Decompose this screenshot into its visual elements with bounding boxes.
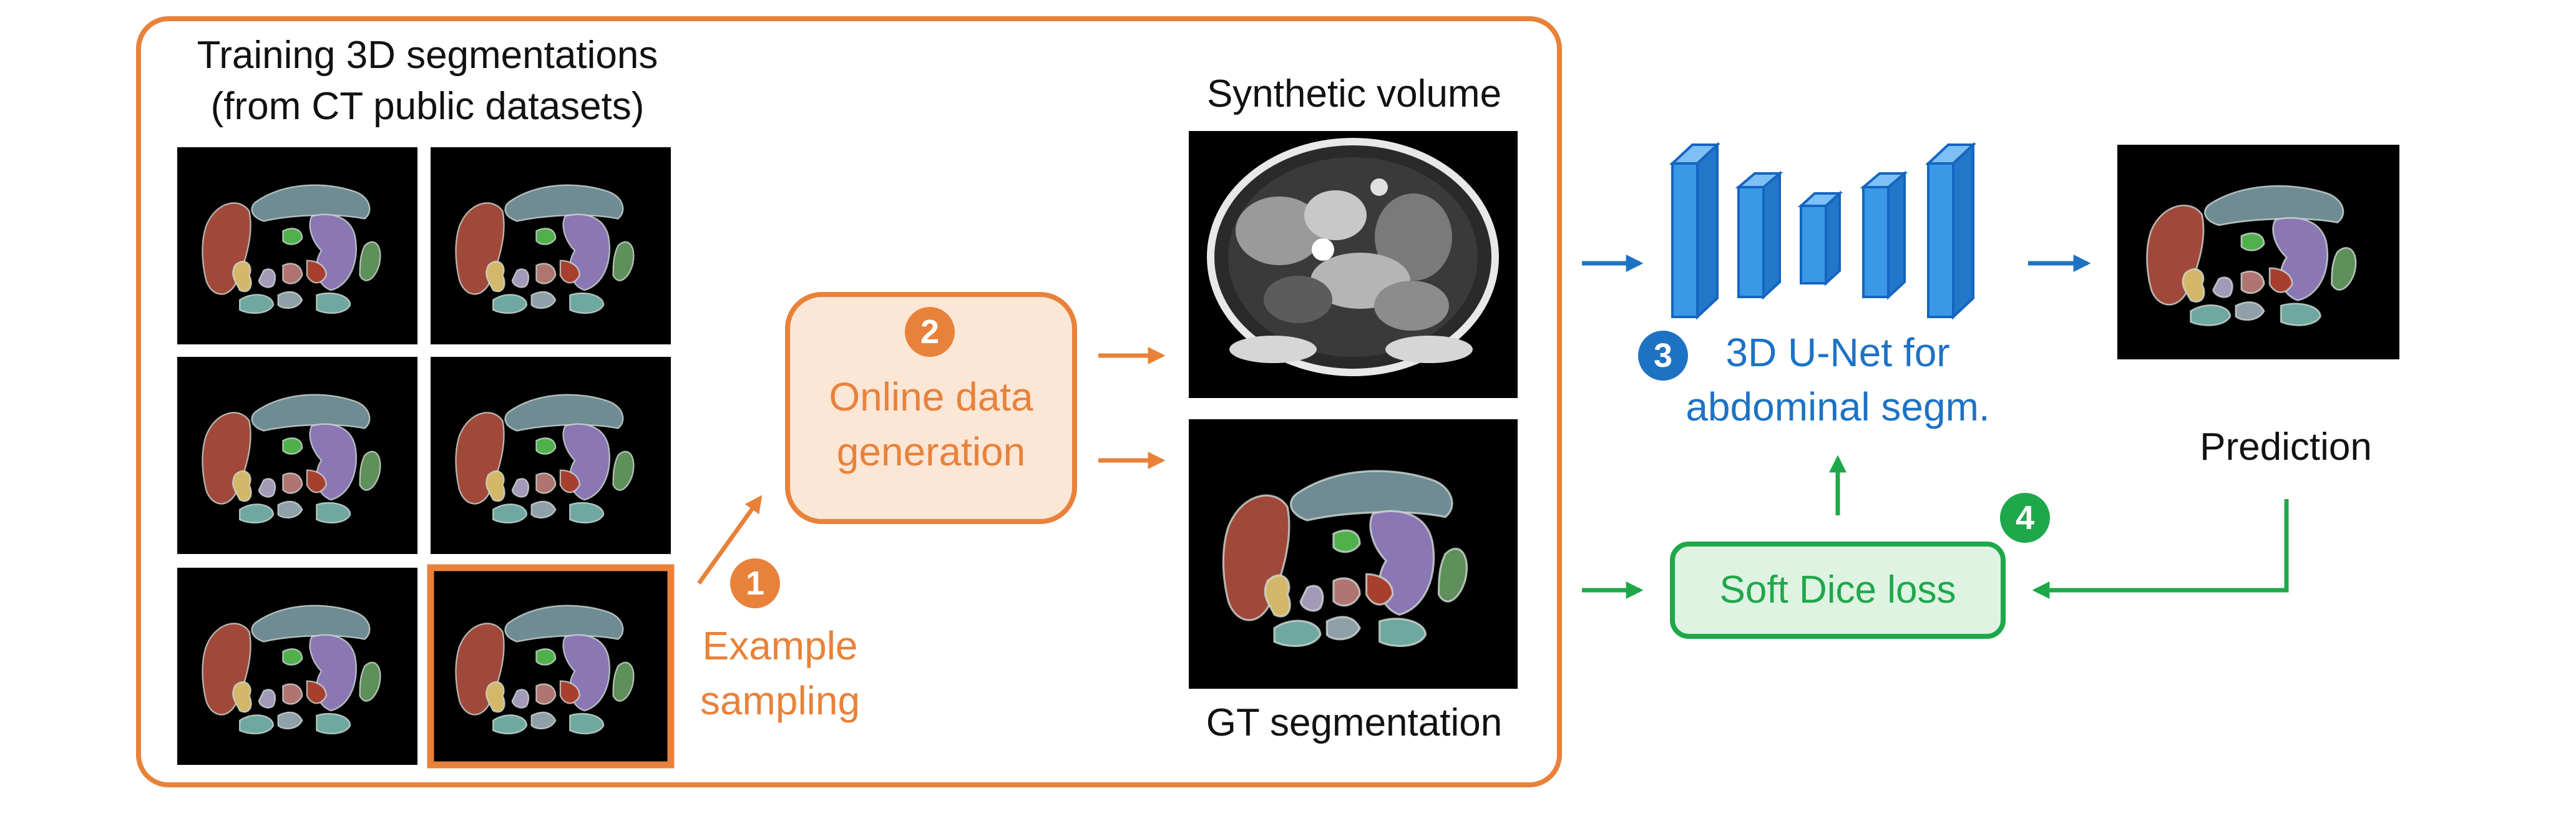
selected-example-highlight (427, 564, 675, 769)
prediction-to-loss-arrow-icon (2032, 499, 2289, 599)
example-sampling-line2: sampling (700, 678, 861, 723)
online-generation-line1: Online data (829, 374, 1033, 419)
training-slice-2 (429, 146, 672, 346)
soft-dice-loss-box (1670, 542, 2006, 639)
training-slice-6 (429, 566, 672, 766)
training-slice-1 (176, 146, 419, 346)
step-2-badge: 2 (905, 307, 955, 357)
soft-dice-loss-label: Soft Dice loss (1719, 568, 1956, 611)
prediction-label: Prediction (2200, 425, 2372, 469)
training-title-line2: (from CT public datasets) (210, 85, 645, 128)
unet-label-line2: abdominal segm. (1686, 384, 1990, 429)
training-slice-5 (176, 566, 419, 766)
online-generation-line2: generation (836, 429, 1026, 474)
training-slice-3 (176, 356, 419, 555)
unet-label-line1: 3D U-Net for (1725, 330, 1950, 375)
training-title-line1: Training 3D segmentations (197, 34, 658, 77)
training-slice-4 (429, 356, 672, 555)
online-data-generation-box (785, 292, 1077, 524)
step-3-badge: 3 (1638, 331, 1688, 381)
gt-segmentation-label: GT segmentation (1206, 701, 1503, 744)
synthetic-volume-image (1189, 131, 1518, 398)
gt-segmentation-image (1188, 418, 1519, 690)
synthetic-volume-label: Synthetic volume (1206, 72, 1502, 115)
example-sampling-line1: Example (702, 623, 858, 668)
training-segmentation-grid (176, 146, 675, 769)
training-pipeline-frame (136, 16, 1562, 787)
prediction-image (2116, 143, 2401, 361)
sampling-arrow-icon (697, 495, 763, 585)
step-1-badge: 1 (730, 558, 780, 608)
step-4-badge: 4 (2000, 493, 2050, 543)
unet-architecture-icon (1669, 142, 1977, 320)
